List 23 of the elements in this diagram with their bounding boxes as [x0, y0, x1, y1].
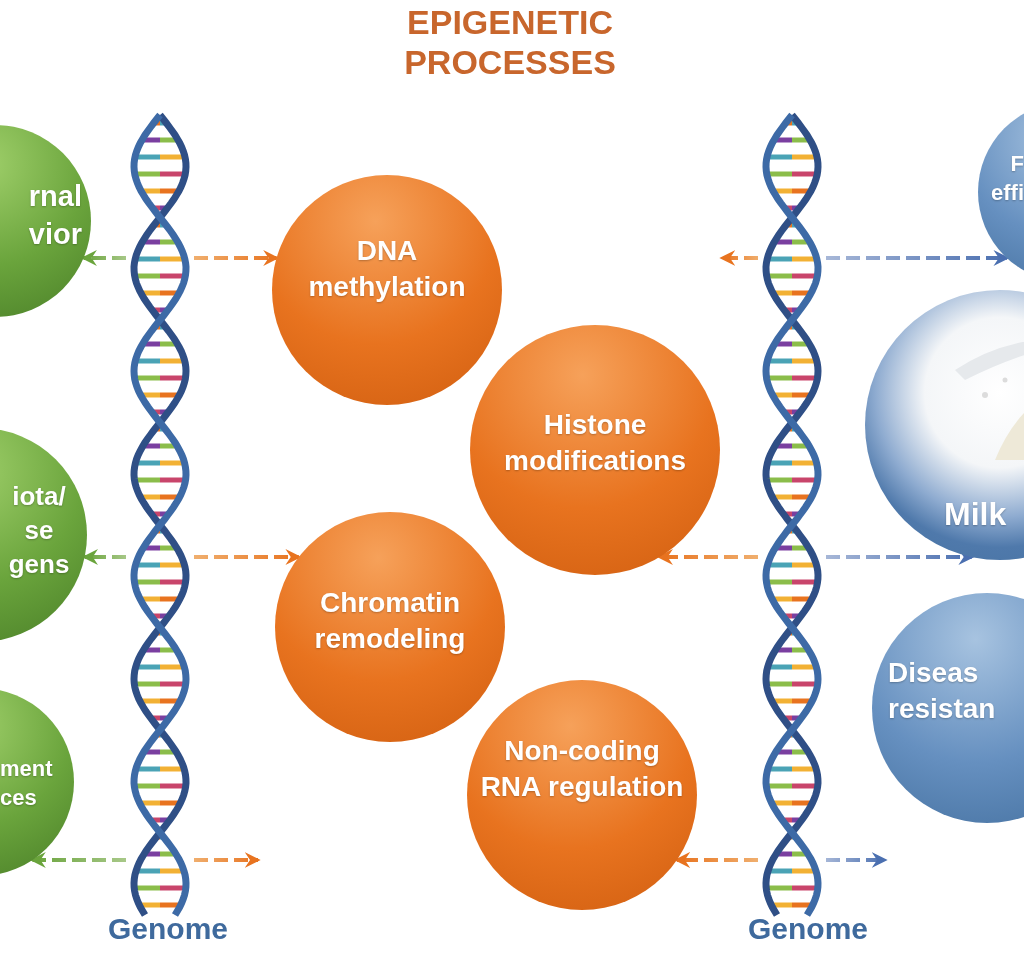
circle-label: Diseas resistan — [888, 656, 997, 727]
double-arrow — [826, 852, 888, 868]
circle-label: F effi — [990, 150, 1024, 207]
genome-label: Genome — [748, 912, 869, 946]
double-arrow — [674, 852, 758, 868]
circle-label: Milk — [944, 495, 1008, 534]
double-arrow — [194, 549, 302, 565]
circle-label: iota/ se gens — [8, 480, 70, 581]
double-arrow — [719, 250, 758, 266]
double-arrow — [194, 852, 261, 868]
circle-label: ment ces — [0, 755, 54, 812]
diagram-title: EPIGENETIC PROCESSES — [403, 2, 617, 82]
circle-label: Chromatin remodeling — [313, 586, 467, 657]
dna-helix-drawing — [128, 115, 192, 915]
genome-label: Genome — [108, 912, 229, 946]
dna-helix-drawing — [760, 115, 824, 915]
double-arrow — [82, 549, 126, 565]
circle-label: DNA methylation — [307, 234, 467, 305]
circle-label: Non-coding RNA regulation — [479, 734, 685, 805]
circle-label: Histone modifications — [503, 408, 687, 479]
double-arrow — [29, 852, 126, 868]
circle-label: rnal vior — [27, 179, 82, 252]
double-arrow — [826, 250, 1010, 266]
